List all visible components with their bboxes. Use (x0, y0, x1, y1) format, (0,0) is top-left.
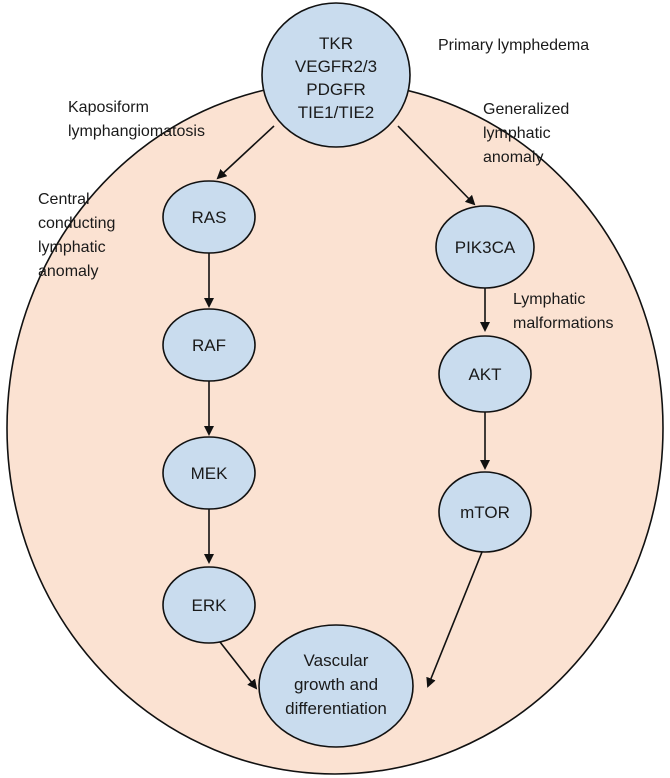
node-mek: MEK (162, 436, 256, 510)
arrow-tkr-to-ras (216, 125, 275, 180)
label-central-line2: conducting (38, 215, 115, 232)
node-mtor: mTOR (438, 471, 532, 553)
label-generalized-line2: lymphatic (483, 125, 551, 142)
arrow-erk-to-vascular (219, 641, 258, 690)
label-central-line1: Central (38, 191, 90, 208)
node-akt: AKT (438, 335, 532, 413)
label-central-line4: anomaly (38, 263, 98, 280)
node-erk: ERK (162, 566, 256, 644)
label-central-conducting-lymphatic-anomaly: Central conducting lymphatic anomaly (38, 191, 115, 280)
label-lymphatic-malformations: Lymphatic malformations (513, 291, 613, 332)
arrow-mtor-to-vascular (426, 551, 483, 688)
node-akt-label: AKT (468, 365, 501, 384)
label-generalized-lymphatic-anomaly: Generalized lymphatic anomaly (483, 101, 569, 166)
label-kaposiform-line1: Kaposiform (68, 99, 149, 116)
node-ras-label: RAS (192, 208, 227, 227)
node-raf-label: RAF (192, 336, 226, 355)
receptor-node: TKR VEGFR2/3 PDGFR TIE1/TIE2 (261, 2, 411, 148)
label-kaposiform: Kaposiform lymphangiomatosis (68, 99, 205, 140)
label-generalized-line3: anomaly (483, 149, 543, 166)
vascular-label-line1: Vascular (304, 651, 369, 670)
receptor-label-vegfr: VEGFR2/3 (295, 57, 377, 76)
vascular-growth-node: Vascular growth and differentiation (258, 624, 414, 748)
arrow-tkr-to-pik3ca (397, 125, 476, 206)
pathway-arrows (204, 125, 490, 690)
vascular-label-line2: growth and (294, 675, 378, 694)
label-central-line3: lymphatic (38, 239, 106, 256)
node-pik3ca-label: PIK3CA (455, 238, 516, 257)
label-malformations-line2: malformations (513, 315, 613, 332)
node-mek-label: MEK (191, 464, 229, 483)
label-generalized-line1: Generalized (483, 101, 569, 118)
node-ras: RAS (162, 180, 256, 254)
node-erk-label: ERK (192, 596, 228, 615)
vascular-label-line3: differentiation (285, 699, 387, 718)
receptor-label-tkr: TKR (319, 34, 353, 53)
node-raf: RAF (162, 308, 256, 382)
label-kaposiform-line2: lymphangiomatosis (68, 123, 205, 140)
label-malformations-line1: Lymphatic (513, 291, 585, 308)
label-primary-lymphedema: Primary lymphedema (438, 37, 589, 54)
receptor-label-pdgfr: PDGFR (306, 80, 366, 99)
receptor-label-tie: TIE1/TIE2 (298, 103, 375, 122)
node-pik3ca: PIK3CA (435, 205, 535, 289)
node-mtor-label: mTOR (460, 503, 510, 522)
